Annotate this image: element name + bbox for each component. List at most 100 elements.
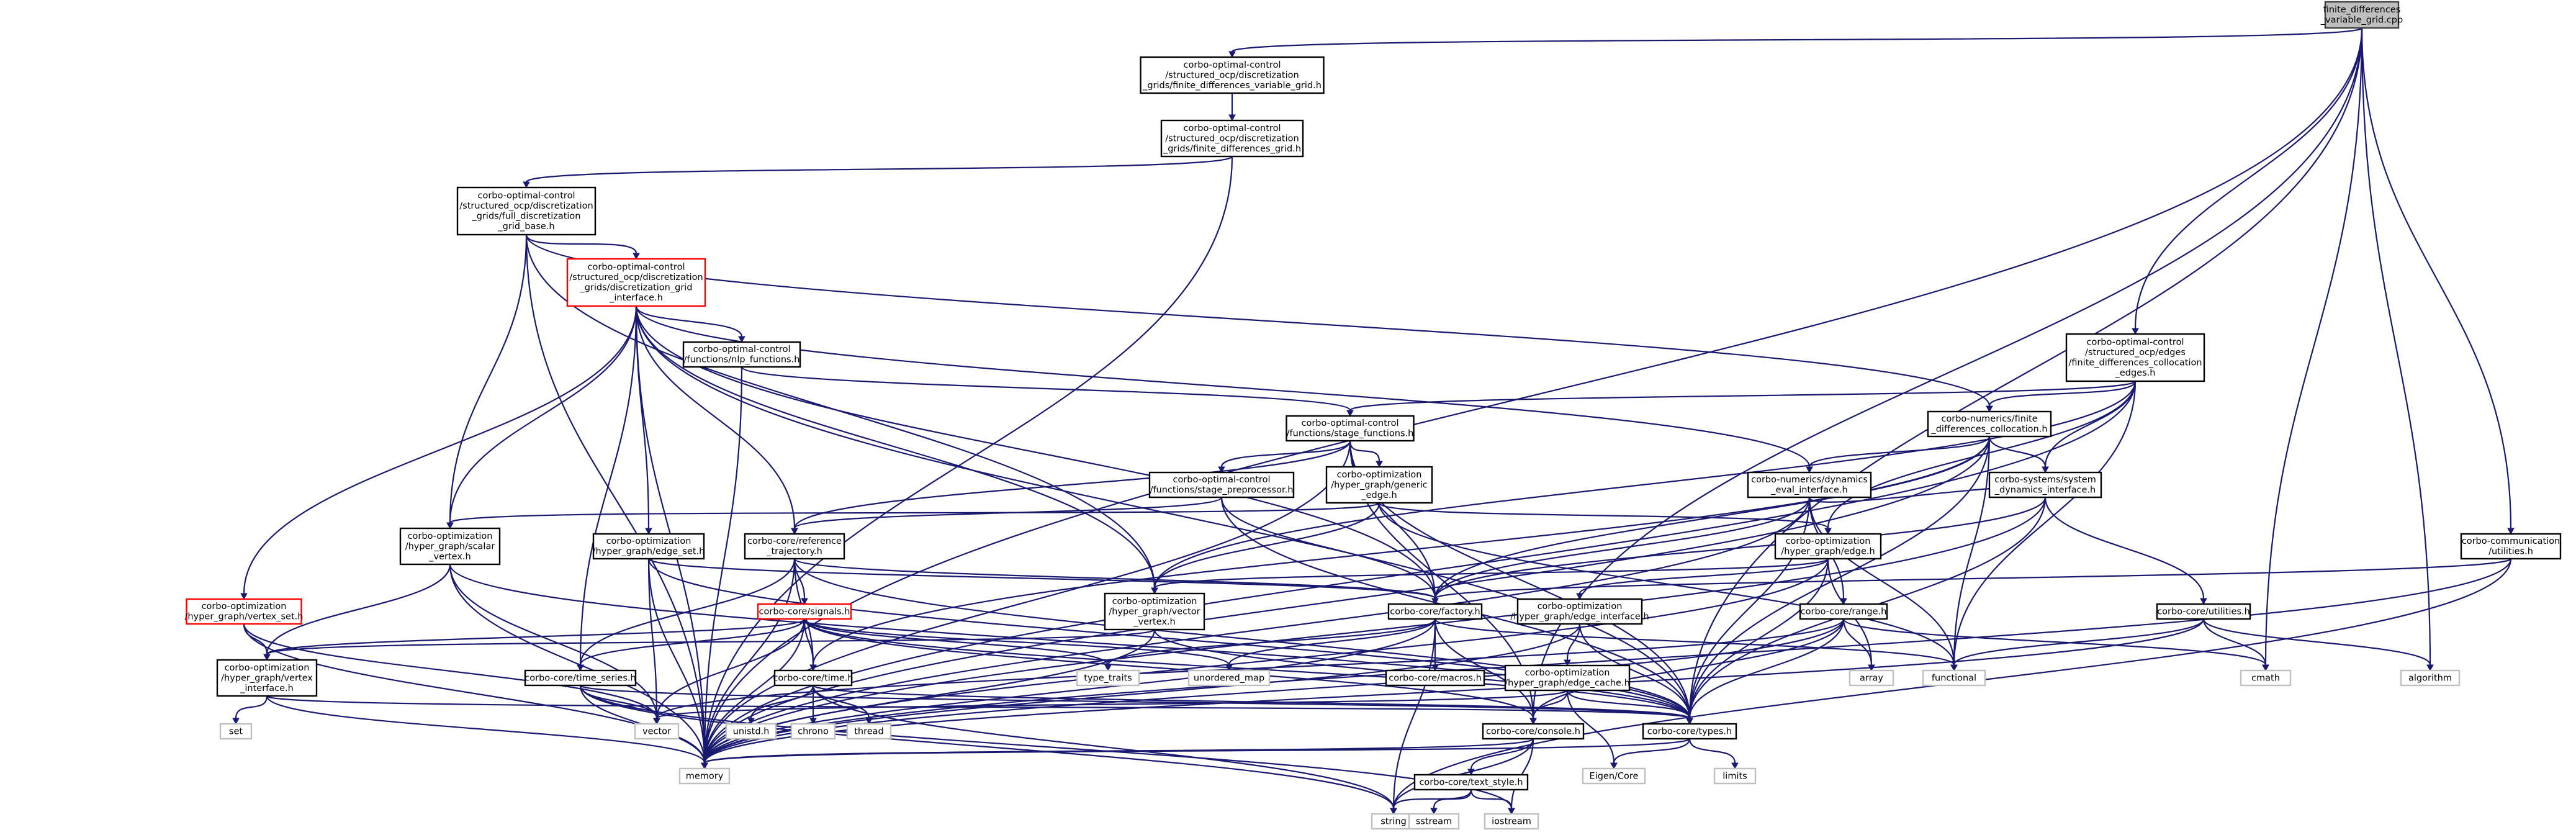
node-box bbox=[1325, 466, 1433, 504]
node-sig-h[interactable]: corbo-core/signals.h bbox=[757, 603, 852, 620]
node-box bbox=[1408, 813, 1460, 830]
node-label-line: _grids/finite_differences_variable_grid.… bbox=[1142, 81, 1322, 91]
node-label-line: corbo-optimization bbox=[1538, 602, 1623, 612]
edge-sig_h-to-vi_h bbox=[263, 618, 806, 661]
node-label-line: /hyper_graph/edge_cache.h bbox=[1505, 679, 1630, 688]
node-ce-h[interactable]: corbo-optimal-control/structured_ocp/edg… bbox=[2065, 333, 2205, 382]
node-unordered-map: unordered_map bbox=[1187, 669, 1271, 687]
node-label-line: /structured_ocp/edges bbox=[2085, 348, 2186, 358]
node-sp-h[interactable]: corbo-optimal-control/functions/stage_pr… bbox=[1148, 471, 1295, 499]
node-label-line: corbo-optimization bbox=[1525, 668, 1610, 678]
edge-sdi_h-to-util_h bbox=[2044, 497, 2207, 605]
node-label-line: corbo-numerics/dynamics bbox=[1751, 475, 1868, 485]
node-label-line: set bbox=[229, 726, 243, 736]
node-label-line: /hyper_graph/edge_interface.h bbox=[1510, 612, 1649, 622]
edge-types_h-to-eigencore bbox=[1610, 738, 1691, 770]
node-label-line: algorithm bbox=[2408, 673, 2452, 683]
node-box bbox=[1988, 471, 2102, 499]
node-label-line: _variable_grid.cpp bbox=[2320, 16, 2403, 25]
node-box bbox=[2400, 669, 2461, 687]
node-cmath: cmath bbox=[2240, 669, 2292, 687]
node-box bbox=[1140, 56, 1325, 94]
node-dei-h[interactable]: corbo-numerics/dynamics_eval_interface.h bbox=[1747, 471, 1872, 499]
node-box bbox=[1371, 813, 1416, 830]
node-label-line: Eigen/Core bbox=[1590, 771, 1639, 781]
node-ts-h[interactable]: corbo-core/time_series.h bbox=[524, 669, 637, 687]
node-time-h[interactable]: corbo-core/time.h bbox=[773, 669, 853, 687]
node-vs-h[interactable]: corbo-optimization/hyper_graph/vertex_se… bbox=[185, 598, 304, 625]
node-label-line: limits bbox=[1723, 771, 1747, 781]
node-ec-h[interactable]: corbo-optimization/hyper_graph/edge_cach… bbox=[1504, 664, 1631, 692]
node-label-line: /functions/stage_functions.h bbox=[1287, 429, 1414, 439]
node-label-line: _dynamics_interface.h bbox=[1994, 485, 2096, 495]
node-vi-h[interactable]: corbo-optimization/hyper_graph/vertex_in… bbox=[216, 659, 318, 697]
node-label-line: /hyper_graph/vertex_set.h bbox=[185, 612, 304, 622]
node-root[interactable]: finite_differences_variable_grid.cpp bbox=[2320, 1, 2403, 29]
node-svx-h[interactable]: corbo-optimization/hyper_graph/scalar_ve… bbox=[399, 527, 501, 566]
node-fdg-h[interactable]: corbo-optimal-control/structured_ocp/dis… bbox=[1160, 119, 1304, 158]
node-fdgb-h[interactable]: corbo-optimal-control/structured_ocp/dis… bbox=[456, 186, 597, 236]
node-console-h[interactable]: corbo-core/console.h bbox=[1482, 723, 1585, 740]
edge-sf_h-to-sp_h bbox=[1218, 440, 1351, 474]
node-label-line: corbo-optimization bbox=[606, 536, 691, 546]
node-fdc-h[interactable]: corbo-numerics/finite_differences_colloc… bbox=[1927, 410, 2052, 438]
edge-dei_h-to-types_h bbox=[1686, 497, 1811, 725]
edge-dgi_h-to-nlp_h bbox=[635, 305, 745, 343]
node-box bbox=[744, 533, 845, 560]
edge-root-to-ce_h bbox=[2132, 27, 2363, 335]
node-box bbox=[1642, 723, 1737, 740]
node-label-line: corbo-core/time.h bbox=[773, 673, 853, 683]
node-label-line: functional bbox=[1932, 673, 1976, 683]
node-vv-h[interactable]: corbo-optimization/hyper_graph/vector_ve… bbox=[1104, 592, 1205, 631]
node-box bbox=[219, 723, 253, 740]
node-label-line: /functions/stage_preprocessor.h bbox=[1150, 485, 1294, 495]
edge-dgi_h-to-svx_h bbox=[446, 305, 637, 530]
node-box bbox=[1799, 603, 1888, 620]
node-dgi-h[interactable]: corbo-optimal-control/structured_ocp/dis… bbox=[566, 258, 706, 307]
edge-cu_h-to-memory bbox=[701, 558, 2512, 770]
node-ei-h[interactable]: corbo-optimization/hyper_graph/edge_inte… bbox=[1510, 598, 1649, 625]
edge-textstyle_h-to-iostream bbox=[1470, 789, 1515, 815]
node-box bbox=[678, 767, 731, 785]
node-box bbox=[456, 186, 597, 236]
node-types-h[interactable]: corbo-core/types.h bbox=[1642, 723, 1737, 740]
node-label-line: corbo-core/factory.h bbox=[1390, 607, 1480, 616]
node-box bbox=[1849, 669, 1894, 687]
node-textstyle-h[interactable]: corbo-core/text_style.h bbox=[1413, 774, 1529, 791]
node-es-h[interactable]: corbo-optimization/hyper_graph/edge_set.… bbox=[593, 533, 705, 560]
edge-ei_h-to-ec_h bbox=[1564, 623, 1581, 667]
edge-root-to-memory bbox=[701, 27, 2363, 770]
node-nlp-h[interactable]: corbo-optimal-control/functions/nlp_func… bbox=[682, 341, 801, 368]
node-label-line: corbo-optimization bbox=[1112, 597, 1197, 607]
edge-root-to-cu_h bbox=[2361, 27, 2515, 535]
node-box bbox=[186, 598, 302, 625]
node-label-line: corbo-core/types.h bbox=[1647, 726, 1732, 736]
node-set: set bbox=[219, 723, 253, 740]
edge-edge_h-to-ei_h bbox=[1576, 558, 1829, 600]
node-label-line: _grids/discretization_grid bbox=[579, 283, 692, 293]
node-fdvg-h[interactable]: corbo-optimal-control/structured_ocp/dis… bbox=[1140, 56, 1325, 94]
node-box bbox=[1076, 669, 1140, 687]
node-util-h[interactable]: corbo-core/utilities.h bbox=[2156, 603, 2251, 620]
node-sdi-h[interactable]: corbo-systems/system_dynamics_interface.… bbox=[1988, 471, 2102, 499]
node-label-line: vector bbox=[642, 726, 671, 736]
node-ge-h[interactable]: corbo-optimization/hyper_graph/generic_e… bbox=[1325, 466, 1433, 504]
node-macros-h[interactable]: corbo-core/macros.h bbox=[1385, 669, 1485, 687]
node-box bbox=[399, 527, 501, 566]
node-edge-h[interactable]: corbo-optimization/hyper_graph/edge.h bbox=[1774, 533, 1882, 560]
nodes-layer: finite_differences_variable_grid.cppcorb… bbox=[185, 1, 2562, 830]
edge-sp_h-to-rt_h bbox=[791, 496, 1223, 535]
node-label-line: cmath bbox=[2251, 673, 2280, 683]
node-box bbox=[2324, 1, 2400, 29]
node-label-line: /structured_ocp/discretization bbox=[569, 273, 703, 282]
edge-ec_h-to-vector bbox=[653, 689, 1569, 725]
node-cu-h[interactable]: corbo-communication/utilities.h bbox=[2460, 533, 2562, 560]
node-sf-h[interactable]: corbo-optimal-control/functions/stage_fu… bbox=[1286, 415, 1415, 442]
node-box bbox=[1922, 669, 1986, 687]
node-range-h[interactable]: corbo-core/range.h bbox=[1799, 603, 1888, 620]
edge-sf_h-to-ge_h bbox=[1349, 440, 1383, 468]
node-rt-h[interactable]: corbo-core/reference_trajectory.h bbox=[744, 533, 845, 560]
node-fac-h[interactable]: corbo-core/factory.h bbox=[1387, 603, 1483, 620]
node-label-line: /structured_ocp/discretization bbox=[1165, 133, 1299, 143]
edge-fdc_h-to-fac_h bbox=[1431, 436, 1991, 605]
